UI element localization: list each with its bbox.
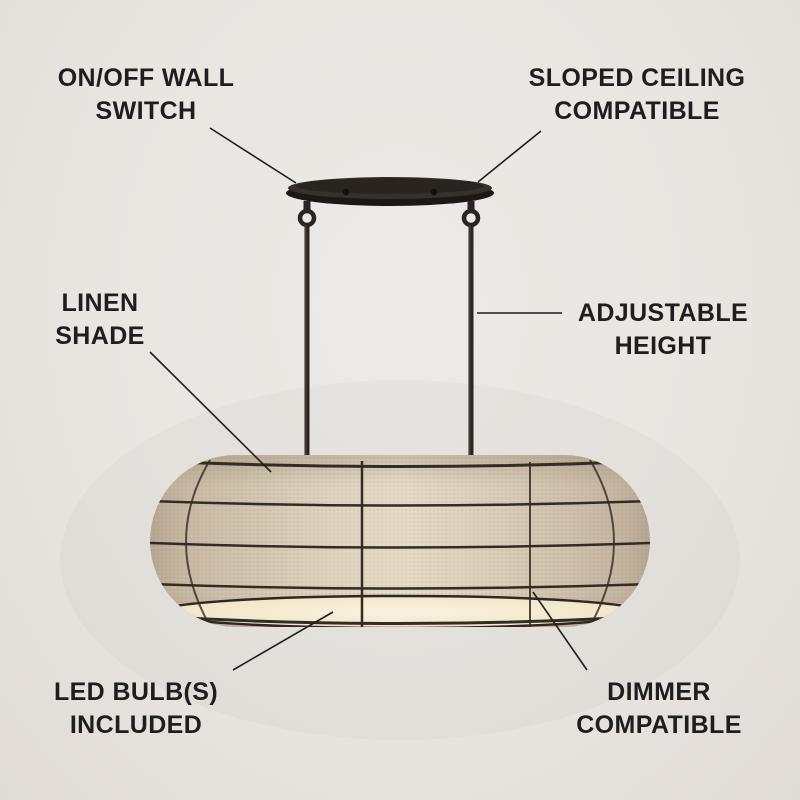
callout-text-line: SLOPED CEILING: [528, 64, 746, 92]
metal-cage-bands: [150, 459, 650, 625]
callout-line-led-bulbs: [232, 611, 334, 671]
canopy-screw: [430, 188, 438, 196]
callout-text-line: COMPATIBLE: [554, 97, 720, 125]
callout-text-line: LED BULB(S): [53, 678, 219, 706]
linen-shade-body: [150, 455, 650, 627]
callout-text-line: COMPATIBLE: [576, 711, 742, 739]
callout-label-wall-switch: ON/OFF WALL SWITCH: [26, 62, 266, 128]
callout-text-line: SWITCH: [95, 97, 197, 125]
callout-label-dimmer: DIMMER COMPATIBLE: [539, 676, 779, 742]
callout-label-sloped-ceiling: SLOPED CEILING COMPATIBLE: [517, 62, 757, 128]
hanging-rods: [304, 225, 474, 465]
callout-line-wall-switch: [209, 127, 297, 184]
callout-text-line: DIMMER: [607, 678, 711, 706]
callout-text-line: LINEN: [61, 289, 139, 317]
callout-text-line: ON/OFF WALL: [57, 64, 235, 92]
callout-line-dimmer: [532, 591, 588, 671]
callout-text-line: HEIGHT: [614, 332, 712, 360]
callout-lines: [149, 127, 588, 671]
callout-line-linen-shade: [149, 351, 272, 473]
callout-line-sloped-ceiling: [477, 130, 542, 183]
callout-label-led-bulbs: LED BULB(S) INCLUDED: [16, 676, 256, 742]
callout-text-line: ADJUSTABLE: [577, 299, 749, 327]
metal-cage-verticals: [185, 459, 615, 627]
canopy-screw: [342, 188, 350, 196]
ceiling-canopy: [286, 177, 494, 206]
callout-label-adjustable-height: ADJUSTABLE HEIGHT: [553, 297, 773, 363]
callout-label-linen-shade: LINEN SHADE: [10, 287, 190, 353]
callout-text-line: INCLUDED: [69, 711, 203, 739]
callout-text-line: SHADE: [55, 322, 145, 350]
